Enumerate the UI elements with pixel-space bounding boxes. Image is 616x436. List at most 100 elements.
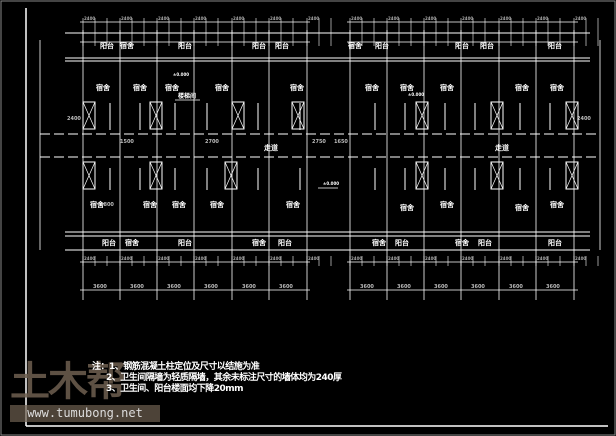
room-label-balcony: 阳台	[278, 238, 292, 247]
room-label-balcony: 阳台	[375, 41, 389, 50]
window-box	[149, 161, 163, 190]
dim-text: 2400	[121, 16, 132, 21]
room-label-dorm: 宿舍	[133, 83, 148, 92]
room-label-dorm: 宿舍	[165, 83, 180, 92]
dim-text-bay: 3600	[167, 284, 181, 290]
dim-text: 2400	[388, 256, 399, 261]
window-cross	[490, 161, 504, 190]
dim-text: 2400	[84, 256, 95, 261]
window-box	[82, 161, 96, 190]
dim-text-bay: 3600	[471, 284, 485, 290]
dim-text-bay: 3600	[204, 284, 218, 290]
room-label-dorm: 宿舍	[348, 41, 363, 50]
room-label-balcony: 阳台	[102, 238, 116, 247]
window-box	[565, 161, 579, 190]
room-label-dorm: 宿舍	[455, 238, 470, 247]
window-cross	[415, 161, 429, 190]
dim-text-1650: 1650	[334, 139, 348, 145]
dim-text: 2400	[270, 16, 281, 21]
dim-text: 2400	[195, 16, 206, 21]
window-box	[291, 101, 305, 130]
dim-text: 2400	[462, 16, 473, 21]
room-label-dorm: 宿舍	[550, 200, 565, 209]
room-label-balcony: 阳台	[480, 41, 494, 50]
dim-text-bay: 3600	[434, 284, 448, 290]
room-label-dorm: 宿舍	[515, 203, 530, 212]
room-label-balcony: 阳台	[275, 41, 289, 50]
dim-text: 2400	[84, 16, 95, 21]
dim-text: 2400	[388, 16, 399, 21]
room-label-dorm: 宿舍	[125, 238, 140, 247]
window-box	[231, 101, 245, 130]
room-label-dorm: 宿舍	[550, 83, 565, 92]
watermark-logo: 土木帮	[10, 359, 126, 405]
dim-text: 2400	[233, 16, 244, 21]
dim-text-bay: 3600	[397, 284, 411, 290]
dim-text: 2400	[575, 256, 586, 261]
window-box	[82, 101, 96, 130]
dim-text: 2400	[308, 256, 319, 261]
room-label-dorm: 宿舍	[252, 238, 267, 247]
window-box	[224, 161, 238, 190]
window-cross	[291, 101, 305, 130]
room-label-dorm: 宿舍	[400, 83, 415, 92]
window-box	[565, 101, 579, 130]
room-label-dorm: 宿舍	[120, 41, 135, 50]
room-label-balcony: 阳台	[548, 238, 562, 247]
watermark-url: www.tumubong.net	[10, 405, 160, 422]
level-mark: ±0.000	[173, 72, 189, 77]
note-1: 注：1、钢筋混凝土柱定位及尺寸以结施为准	[92, 362, 260, 372]
dim-text: 2400	[233, 256, 244, 261]
room-label-balcony: 阳台	[178, 41, 192, 50]
window-cross	[565, 161, 579, 190]
dim-text: 2400	[270, 256, 281, 261]
dim-text-bay: 3600	[509, 284, 523, 290]
note-3: 3、卫生间、阳台楼面均下降20mm	[106, 384, 244, 394]
room-label-dorm: 宿舍	[440, 83, 455, 92]
window-cross	[149, 101, 163, 130]
room-label-dorm: 宿舍	[96, 83, 111, 92]
dim-text-bay: 3600	[130, 284, 144, 290]
dim-text: 2400	[537, 256, 548, 261]
dim-text: 2700	[205, 139, 219, 145]
room-label-dorm: 宿舍	[215, 83, 230, 92]
room-label-balcony: 阳台	[548, 41, 562, 50]
window-cross	[231, 101, 245, 130]
room-label-balcony: 阳台	[395, 238, 409, 247]
dim-text: 2400	[500, 256, 511, 261]
dim-text: 2400	[425, 16, 436, 21]
window-box	[149, 101, 163, 130]
room-label-dorm: 宿舍	[365, 83, 380, 92]
room-label-dorm: 宿舍	[90, 200, 105, 209]
window-cross	[565, 101, 579, 130]
room-label-dorm: 宿舍	[400, 203, 415, 212]
stair-label: 楼梯间	[178, 92, 196, 100]
dim-text: 1800	[100, 202, 114, 208]
dim-text: 2400	[575, 16, 586, 21]
dim-text: 2400	[121, 256, 132, 261]
room-label-dorm: 宿舍	[372, 238, 387, 247]
window-box	[415, 161, 429, 190]
dim-text: 2400	[500, 16, 511, 21]
dim-text-bay: 3600	[93, 284, 107, 290]
room-label-corridor: 走道	[495, 143, 509, 152]
dim-text-2750: 2750	[312, 139, 326, 145]
dim-text: 2400	[577, 116, 591, 122]
level-mark: ±0.000	[408, 92, 424, 97]
window-cross	[82, 161, 96, 190]
room-label-balcony: 阳台	[455, 41, 469, 50]
dim-text: 2400	[158, 256, 169, 261]
window-cross	[224, 161, 238, 190]
dim-text: 2400	[158, 16, 169, 21]
room-label-dorm: 宿舍	[143, 200, 158, 209]
dim-text: 2400	[462, 256, 473, 261]
window-box	[490, 161, 504, 190]
room-label-dorm: 宿舍	[210, 200, 225, 209]
dim-text: 2400	[351, 256, 362, 261]
room-label-dorm: 宿舍	[440, 200, 455, 209]
dim-text-bay: 3600	[546, 284, 560, 290]
window-cross	[415, 101, 429, 130]
room-label-balcony: 阳台	[178, 238, 192, 247]
dim-text: 2400	[308, 16, 319, 21]
